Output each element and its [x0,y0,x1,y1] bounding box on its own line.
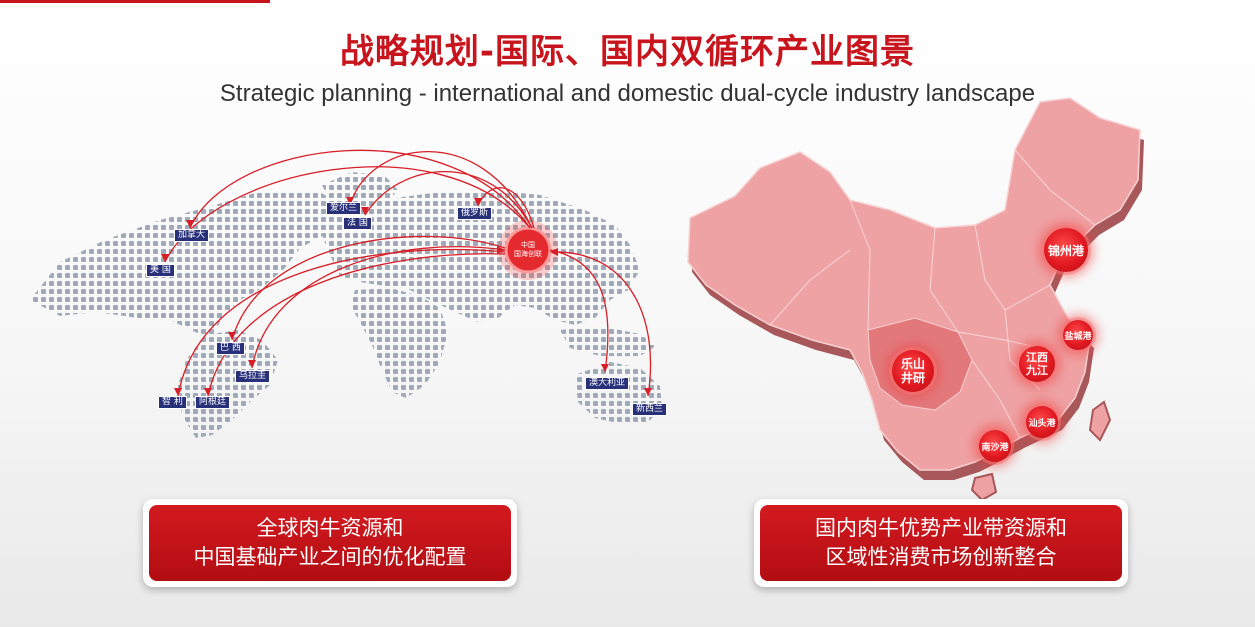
country-label-australia: 澳大利亚 [585,377,630,390]
port-marker-yancheng: 盐城港 [1063,320,1093,350]
port-label-shantou: 汕头港 [1028,418,1056,429]
country-label-uruguay: 乌拉圭 [235,370,271,383]
hub-label-line1: 中国 [521,241,535,249]
top-accent-bar [0,0,270,3]
port-label-jiujiang: 江西九江 [1026,351,1048,377]
caption-domestic-line1: 国内肉牛优势产业带资源和 [815,516,1067,540]
port-marker-leshan: 乐山井研 [892,350,934,392]
port-label-nansha: 南沙港 [981,442,1009,453]
country-label-usa: 美 国 [146,264,175,277]
caption-global-line2: 中国基础产业之间的优化配置 [193,545,467,569]
flow-arcs [164,149,652,397]
port-marker-nansha: 南沙港 [979,430,1011,462]
caption-global-line1: 全球肉牛资源和 [256,516,404,540]
caption-box-domestic: 国内肉牛优势产业带资源和 区域性消费市场创新整合 [754,499,1128,587]
port-marker-jinzhou: 锦州港 [1044,228,1088,272]
country-label-ireland: 爱尔兰 [326,202,362,215]
country-label-canada: 加拿大 [174,229,210,242]
port-label-leshan: 乐山井研 [900,357,925,385]
hub-label: 中国 国海创联 [508,241,548,259]
hub-label-line2: 国海创联 [514,250,542,258]
caption-box-global: 全球肉牛资源和 中国基础产业之间的优化配置 [143,499,517,587]
country-label-brazil: 巴 西 [216,342,245,355]
port-label-jinzhou: 锦州港 [1047,243,1084,258]
caption-domestic-line2: 区域性消费市场创新整合 [825,545,1057,569]
port-marker-shantou: 汕头港 [1026,406,1058,438]
country-label-new-zealand: 新西兰 [632,403,668,416]
page-subtitle: Strategic planning - international and d… [219,80,1036,107]
country-label-argentina: 阿根廷 [195,396,231,409]
port-label-yancheng: 盐城港 [1064,331,1092,342]
port-marker-jiujiang: 江西九江 [1019,346,1055,382]
page-title: 战略规划-国际、国内双循环产业图景 [339,32,916,72]
country-label-russia: 俄罗斯 [457,207,493,220]
country-label-chile: 智 利 [158,396,187,409]
country-label-france: 法 国 [343,217,372,230]
